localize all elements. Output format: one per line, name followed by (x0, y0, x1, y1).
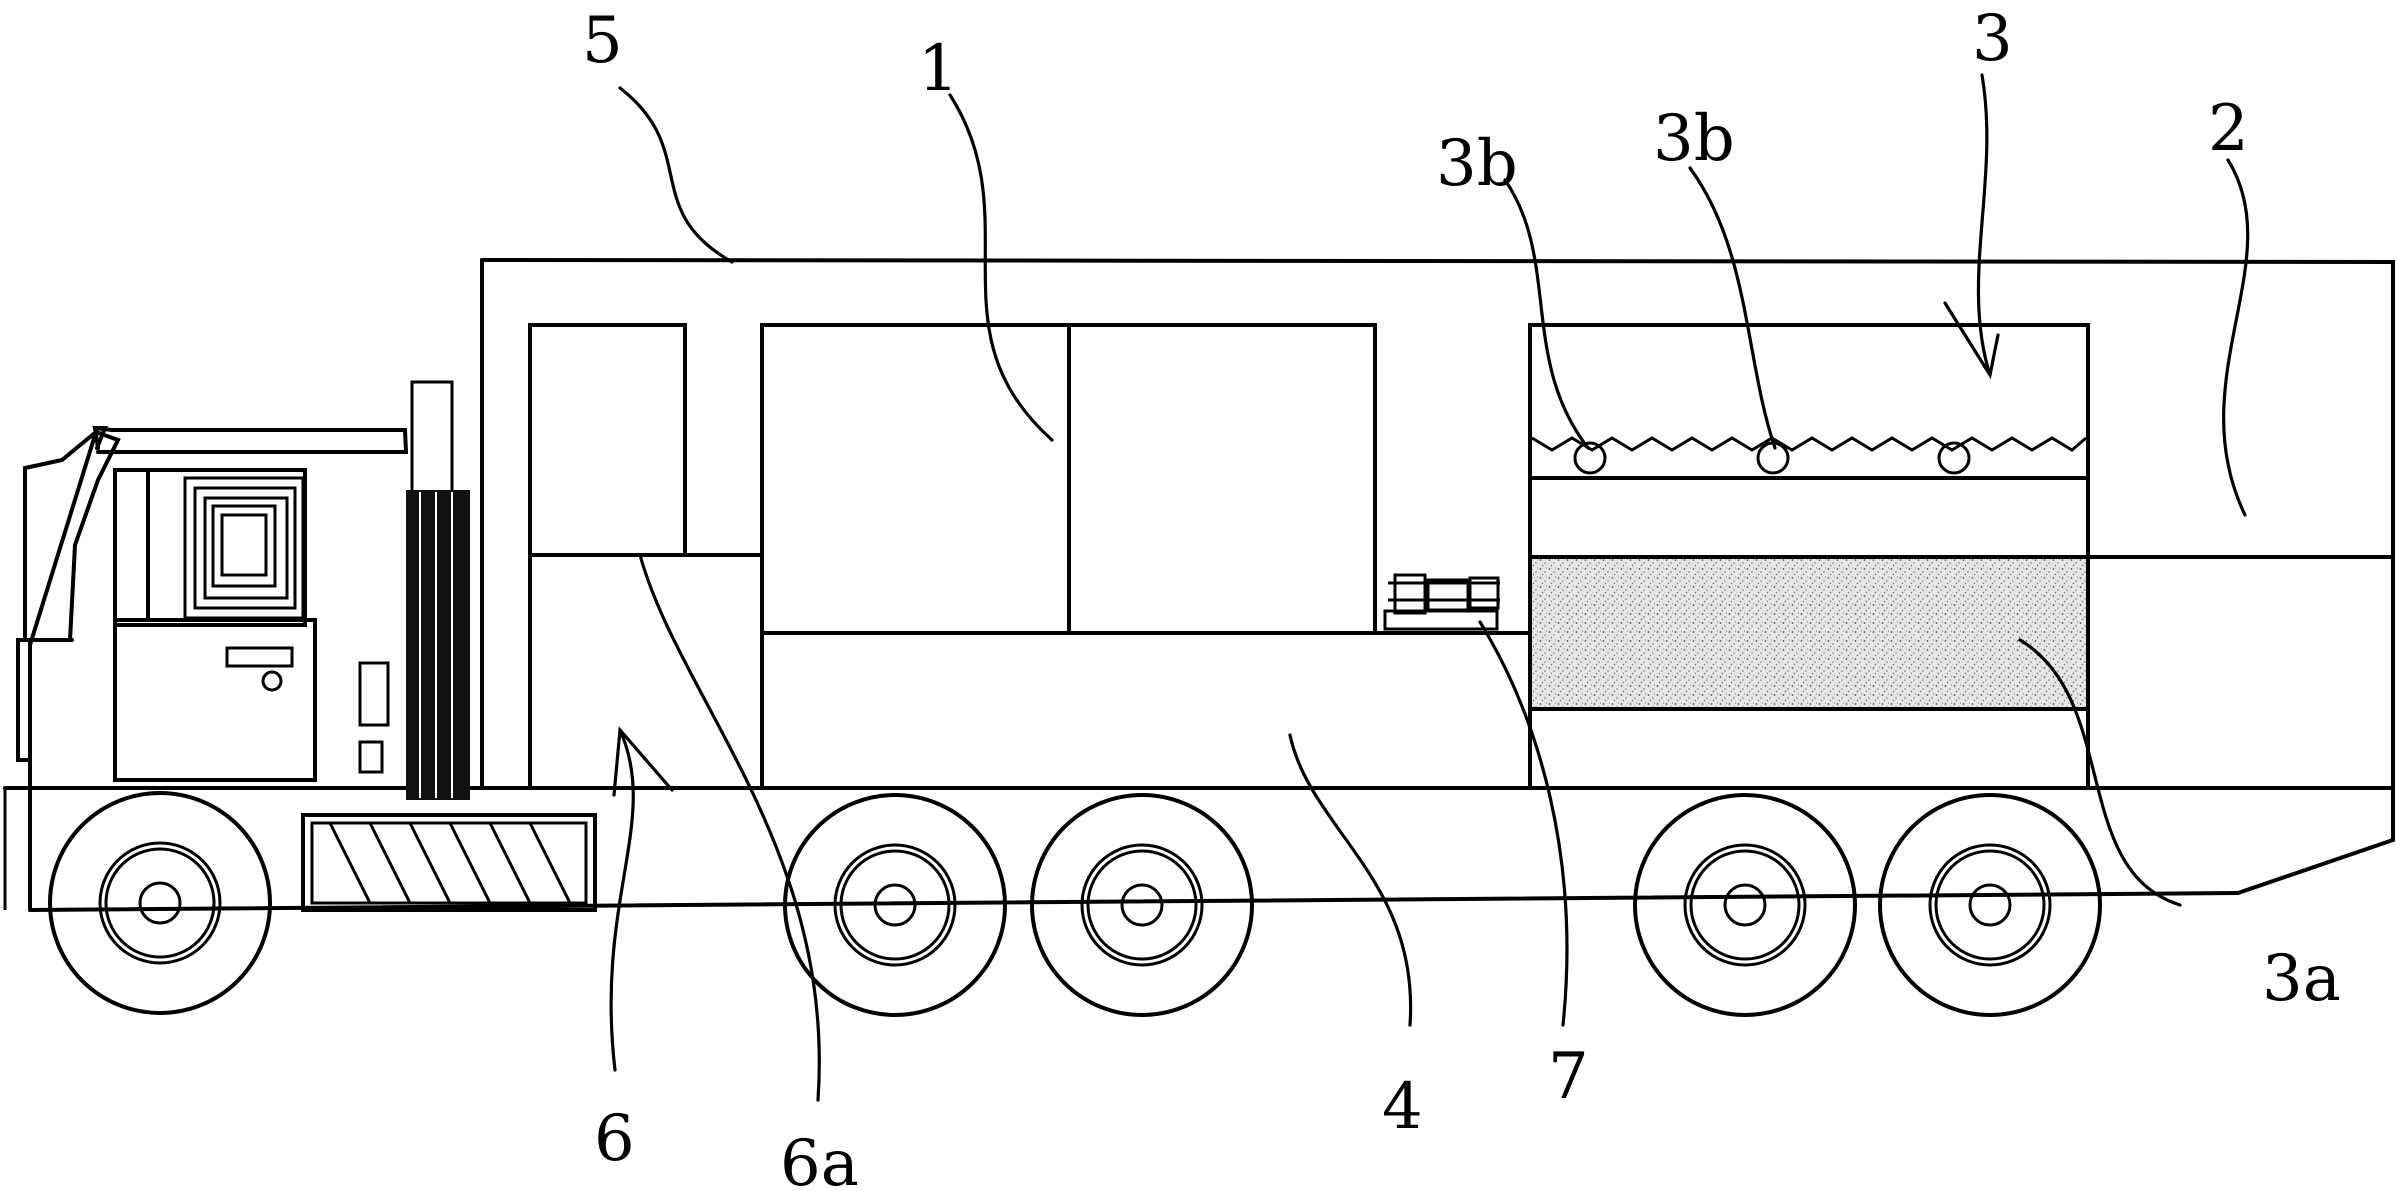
label-5: 5 (582, 4, 623, 78)
container-body (3, 258, 2395, 912)
leader-4 (1288, 733, 1413, 1027)
leader-3b-right (1688, 166, 1777, 450)
label-4: 4 (1382, 1070, 1423, 1144)
truck-cab (3, 380, 597, 912)
label-3b-right: 3b (1653, 102, 1735, 176)
label-7: 7 (1548, 1040, 1589, 1114)
arrow-3 (1943, 301, 2000, 380)
label-2: 2 (2208, 92, 2249, 166)
label-6a: 6a (780, 1127, 859, 1191)
labels: 5 1 3b 3b 3 2 3a 6 6a 4 7 (582, 2, 2341, 1191)
label-1: 1 (918, 32, 959, 106)
wheel (1878, 793, 2102, 1017)
nozzle-icon (1573, 441, 1607, 475)
label-3: 3 (1972, 2, 2013, 76)
label-3b-left: 3b (1436, 127, 1518, 201)
pump-7 (1383, 573, 1500, 631)
wheel (783, 793, 1007, 1017)
arrow-6 (612, 726, 674, 797)
compartment-1 (760, 323, 1377, 635)
wheel (1030, 793, 1254, 1017)
compartment-6 (528, 323, 764, 790)
leader-6a (638, 553, 821, 1102)
nozzle-icon (1937, 441, 1971, 475)
leader-5 (618, 86, 734, 264)
leader-7 (1478, 620, 1569, 1027)
wheel (1633, 793, 1857, 1017)
nozzle-icon (1756, 441, 1790, 475)
leader-1 (948, 93, 1054, 442)
compartment-3 (1528, 323, 2090, 790)
leader-lines (609, 73, 2250, 1102)
label-3a: 3a (2262, 942, 2341, 1016)
compartment-4 (760, 631, 1532, 790)
leader-6 (609, 728, 635, 1072)
leader-3 (1976, 73, 1992, 377)
leader-3a (2018, 638, 2182, 907)
leader-2 (2222, 158, 2250, 517)
leader-3b-left (1503, 178, 1590, 450)
sawtooth-spray-line (1531, 436, 2087, 452)
label-6: 6 (594, 1102, 635, 1176)
wheel (48, 791, 272, 1015)
